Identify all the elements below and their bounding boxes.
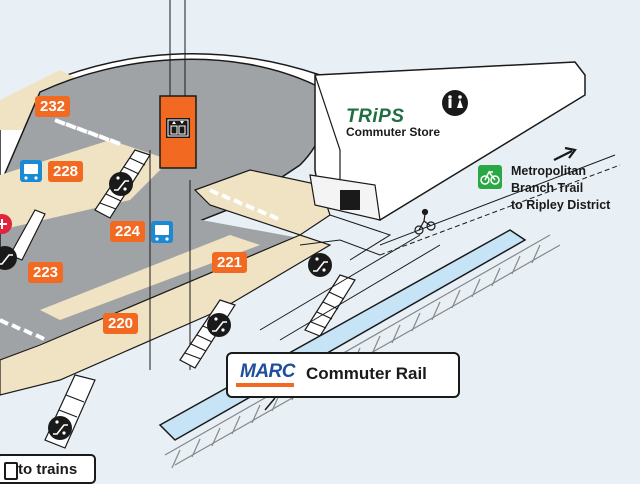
to-trains-sign: to trains	[0, 454, 96, 484]
stairs-east	[304, 274, 356, 337]
commuter-store-building	[314, 61, 586, 221]
escalator-icon	[48, 416, 72, 440]
elevator-shaft	[149, 0, 191, 370]
bus-icon	[151, 221, 173, 243]
escalator-west	[9, 209, 46, 261]
crosswalk-east	[209, 188, 279, 221]
walkway-south	[0, 234, 332, 396]
marc-callout-pointer	[264, 397, 276, 411]
arrow-northeast-icon	[553, 146, 577, 161]
crosswalk-north	[54, 118, 121, 146]
escalator-icon	[308, 253, 332, 277]
commuter-rail-label: Commuter Rail	[306, 364, 427, 383]
train-door-icon	[4, 462, 18, 480]
bay-label: 224	[110, 221, 146, 242]
marc-logo: MARC	[236, 361, 298, 389]
marc-commuter-rail-callout: MARC Commuter Rail	[226, 352, 460, 398]
store-door	[340, 190, 360, 210]
trail-label: Metropolitan Branch Trail to Ripley Dist…	[511, 163, 610, 214]
crosswalk-south	[0, 318, 45, 341]
bus-icon	[20, 160, 42, 182]
trail-label-line3: to Ripley District	[511, 198, 611, 212]
escalator-icon	[109, 172, 133, 196]
to-trains-label: to trains	[18, 461, 78, 478]
bay-label: 228	[48, 161, 84, 182]
commuter-store-label: Commuter Store	[346, 125, 441, 139]
bay-label: 220	[103, 313, 139, 334]
bay-label: 232	[35, 96, 71, 117]
elevator-icon	[167, 119, 189, 137]
escalator-icon	[0, 246, 17, 270]
trail-path	[379, 164, 621, 256]
first-aid-cross	[0, 219, 7, 229]
bay-label: 221	[212, 252, 248, 273]
trail-label-line2: Branch Trail	[511, 181, 584, 195]
escalator-icon	[207, 313, 231, 337]
restroom-icon	[442, 90, 468, 116]
cyclist-icon	[414, 208, 436, 235]
bicycle-icon	[478, 165, 502, 189]
marc-logo-bar	[236, 383, 294, 387]
bay-label: 223	[28, 262, 64, 283]
marc-logo-text: MARC	[240, 361, 296, 382]
trail-label-line1: Metropolitan	[511, 164, 586, 178]
ground-paths	[259, 214, 441, 341]
trips-logo: TRiPS	[346, 106, 405, 127]
